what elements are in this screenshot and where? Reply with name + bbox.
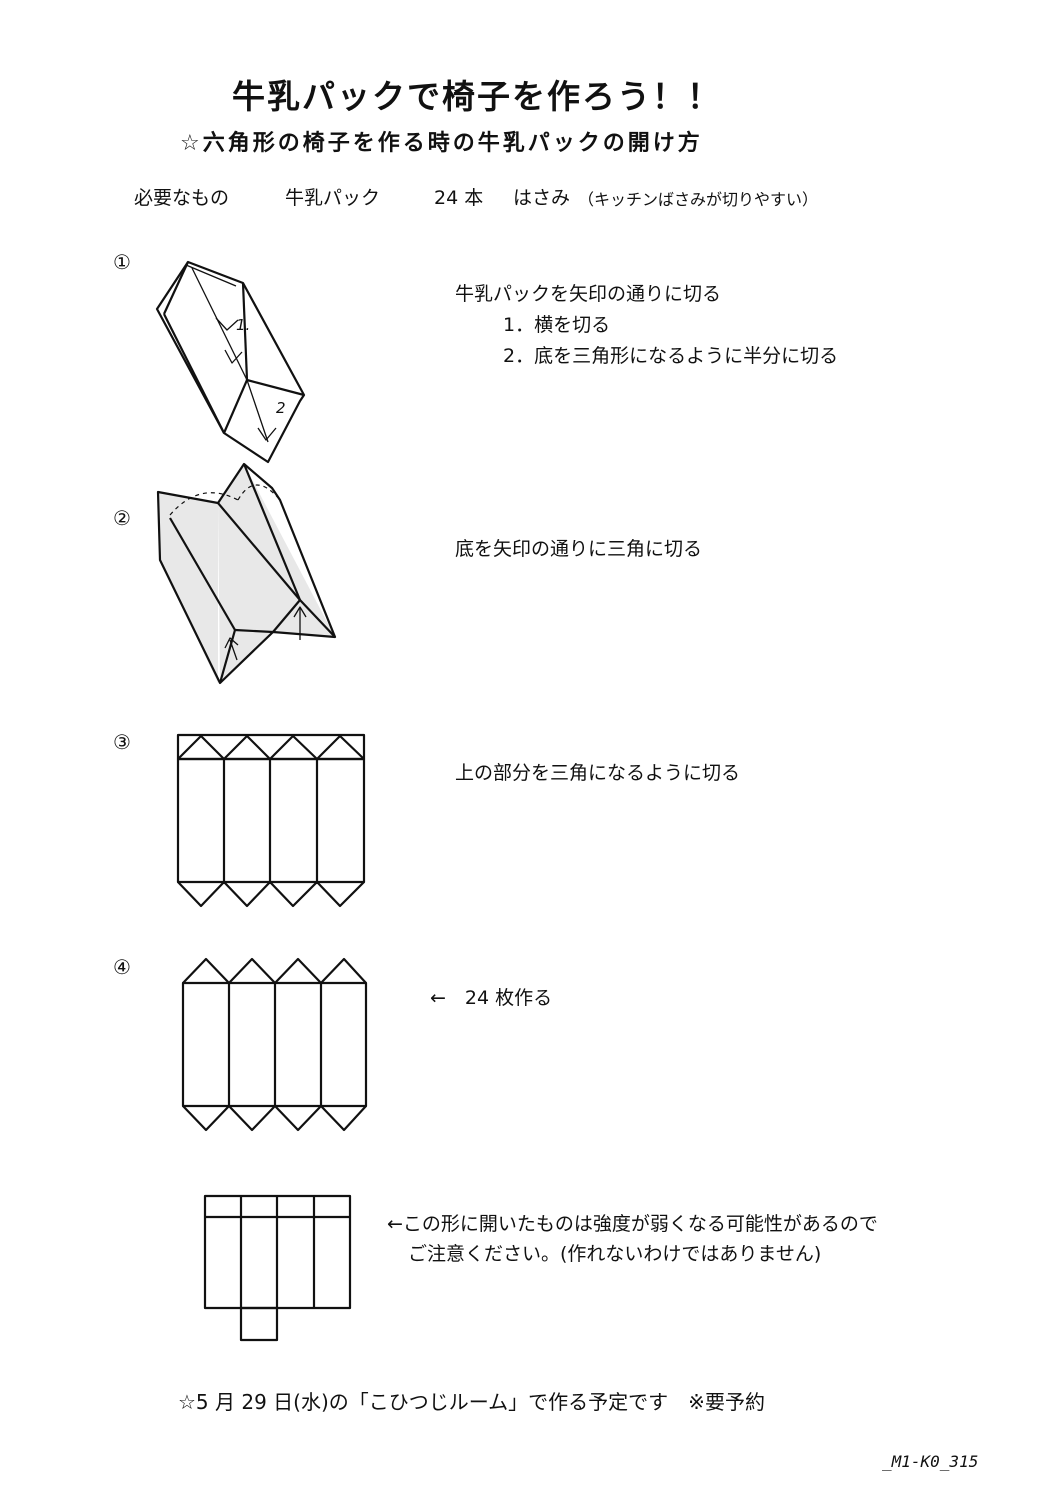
step-1-arrow-label-2: 2 (276, 399, 286, 417)
step-1-sub-1: 1．横を切る (503, 314, 611, 336)
step-1-text: 牛乳パックを矢印の通りに切る (455, 283, 722, 305)
needs-note: （キッチンばさみが切りやすい） (578, 190, 819, 209)
schedule-note: ☆5 月 29 日(水)の「こひつじルーム」で作る予定です ※要予約 (178, 1390, 765, 1414)
document-code: _M1-K0_315 (882, 1452, 979, 1471)
step-1-sub-2: 2．底を三角形になるように半分に切る (503, 345, 839, 367)
needs-item-scissors: はさみ (513, 187, 571, 209)
warning-line-2: ご注意ください。(作れないわけではありません) (408, 1243, 822, 1265)
step-4-number: ④ (113, 955, 131, 979)
warning-line-1: ←この形に開いたものは強度が弱くなる可能性があるので (387, 1213, 878, 1235)
step-2-text: 底を矢印の通りに三角に切る (455, 538, 703, 560)
step-3-text: 上の部分を三角になるように切る (455, 762, 741, 784)
step-3-number: ③ (113, 730, 131, 754)
page-title: 牛乳パックで椅子を作ろう！！ (232, 77, 722, 116)
step-4-text: ← 24 枚作る (430, 987, 553, 1009)
needs-count: 24 本 (434, 187, 484, 209)
needs-label: 必要なもの (134, 187, 230, 209)
needs-item-milk-carton: 牛乳パック (285, 187, 381, 209)
page-subtitle: ☆六角形の椅子を作る時の牛乳パックの開け方 (180, 131, 703, 156)
step-1-arrow-label-1: 1. (236, 316, 251, 334)
step-1-number: ① (113, 250, 131, 274)
step-2-number: ② (113, 506, 131, 530)
